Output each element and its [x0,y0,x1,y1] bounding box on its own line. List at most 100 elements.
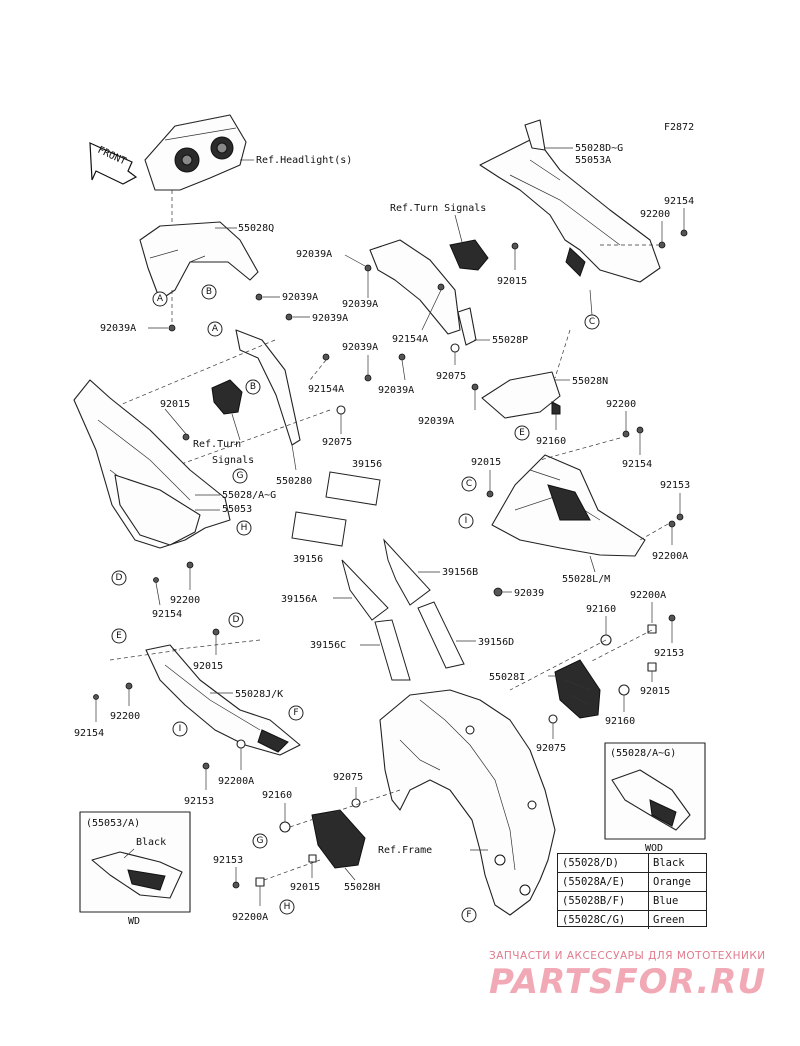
label-55028n: 55028N [572,376,608,387]
label-55053a-top: 55053A [575,155,611,166]
callout-g-2: G [252,833,268,849]
label-92160-1: 92160 [536,436,566,447]
left-side-fairing [73,379,231,549]
legend-code: (55028/D) [558,854,649,872]
front-arrow: FRONT [89,142,138,185]
left-lower-cowl [145,644,301,756]
label-92075-1: 92075 [322,437,352,448]
label-92200a-4: 92200A [232,912,268,923]
label-92075-3: 92075 [536,743,566,754]
svg-text:E: E [519,428,525,438]
ref-turn-signals-top: Ref.Turn Signals [390,203,486,214]
label-92154-l2: 92154 [74,728,104,739]
svg-text:A: A [212,324,219,334]
label-55028h: 55028H [344,882,380,893]
inset-left-title: (55053/A) [86,818,140,829]
label-92039a-4: 92039A [296,249,332,260]
callout-a-1: A [152,291,168,307]
label-92015-1: 92015 [160,399,190,410]
right-turn-signal [449,239,489,271]
ref-turn-label-2: Signals [212,455,254,466]
label-92154-r: 92154 [622,459,652,470]
legend-row: (55028C/G) Green [558,911,706,929]
svg-text:B: B [206,287,212,297]
legend-color: Orange [653,876,691,888]
callout-d-2: D [228,612,244,628]
svg-text:E: E [116,631,122,641]
legend-code: (55028A/E) [558,873,649,891]
callout-d-1: D [111,570,127,586]
label-55028q: 55028Q [238,223,274,234]
svg-text:C: C [589,317,595,327]
sticker-39156a [341,559,389,621]
sticker-39156d [417,601,465,669]
label-550280: 550280 [276,476,312,487]
mid-cowl-panel [369,239,461,335]
label-92015-4: 92015 [640,686,670,697]
label-92015-3: 92015 [471,457,501,468]
ref-turn-label-1: Ref.Turn [193,439,241,450]
sticker-39156b [383,538,431,606]
label-92160-4: 92160 [262,790,292,801]
bracket-55028n [481,371,561,419]
label-92200-r: 92200 [606,399,636,410]
label-92039a-7: 92039A [342,342,378,353]
callout-h-1: H [236,520,252,536]
inset-left-caption: WD [128,916,140,927]
bracket-55028i [554,659,601,719]
sticker-39156-1 [325,471,381,506]
color-legend: (55028/D) Black (55028A/E) Orange (55028… [557,853,707,929]
label-92200a-3: 92200A [218,776,254,787]
legend-row: (55028A/E) Orange [558,873,706,892]
label-55028d-g: 55028D~G [575,143,623,154]
label-92153-4: 92153 [213,855,243,866]
label-92075-2: 92075 [436,371,466,382]
label-92160-2: 92160 [586,604,616,615]
legend-code: (55028C/G) [558,911,649,929]
label-92039a-1: 92039A [100,323,136,334]
label-92160-3: 92160 [605,716,635,727]
callout-g-1: G [232,468,248,484]
svg-text:F: F [293,708,298,718]
callout-i-1: I [458,513,474,529]
sticker-39156-2 [291,511,347,547]
callout-f-2: F [461,907,477,923]
label-92200a-2: 92200A [630,590,666,601]
callout-b-2: B [245,379,261,395]
label-92075-4: 92075 [333,772,363,783]
label-92200-l2: 92200 [110,711,140,722]
svg-text:F: F [466,910,471,920]
label-92039a-8: 92039A [418,416,454,427]
label-55053: 55053 [222,504,252,515]
label-92153-3: 92153 [184,796,214,807]
label-92015-2: 92015 [497,276,527,287]
label-92015-5: 92015 [193,661,223,672]
bracket-55028p [457,307,477,346]
callout-f-1: F [288,705,304,721]
svg-text:H: H [241,523,248,533]
svg-text:G: G [237,471,244,481]
inset-left-note: Black [136,837,166,848]
label-55028j-k: 55028J/K [235,689,283,700]
label-39156c: 39156C [310,640,346,651]
legend-code: (55028B/F) [558,892,649,910]
label-39156-1: 39156 [352,459,382,470]
label-92154-l: 92154 [152,609,182,620]
svg-text:H: H [284,902,291,912]
watermark-logo: PARTSFOR.RU [489,962,767,1002]
label-92015-6: 92015 [290,882,320,893]
label-92154-tr: 92154 [664,196,694,207]
svg-text:D: D [233,615,240,625]
left-side-inner-55053 [114,474,201,546]
legend-color: Green [653,914,685,926]
callout-e-2: E [111,628,127,644]
label-92154a-2: 92154A [392,334,428,345]
callout-a-2: A [207,321,223,337]
label-39156a: 39156A [281,594,317,605]
callout-b-1: B [201,284,217,300]
callout-c-1: C [584,314,600,330]
label-92153-2: 92153 [654,648,684,659]
legend-row: (55028B/F) Blue [558,892,706,911]
svg-text:A: A [157,294,164,304]
